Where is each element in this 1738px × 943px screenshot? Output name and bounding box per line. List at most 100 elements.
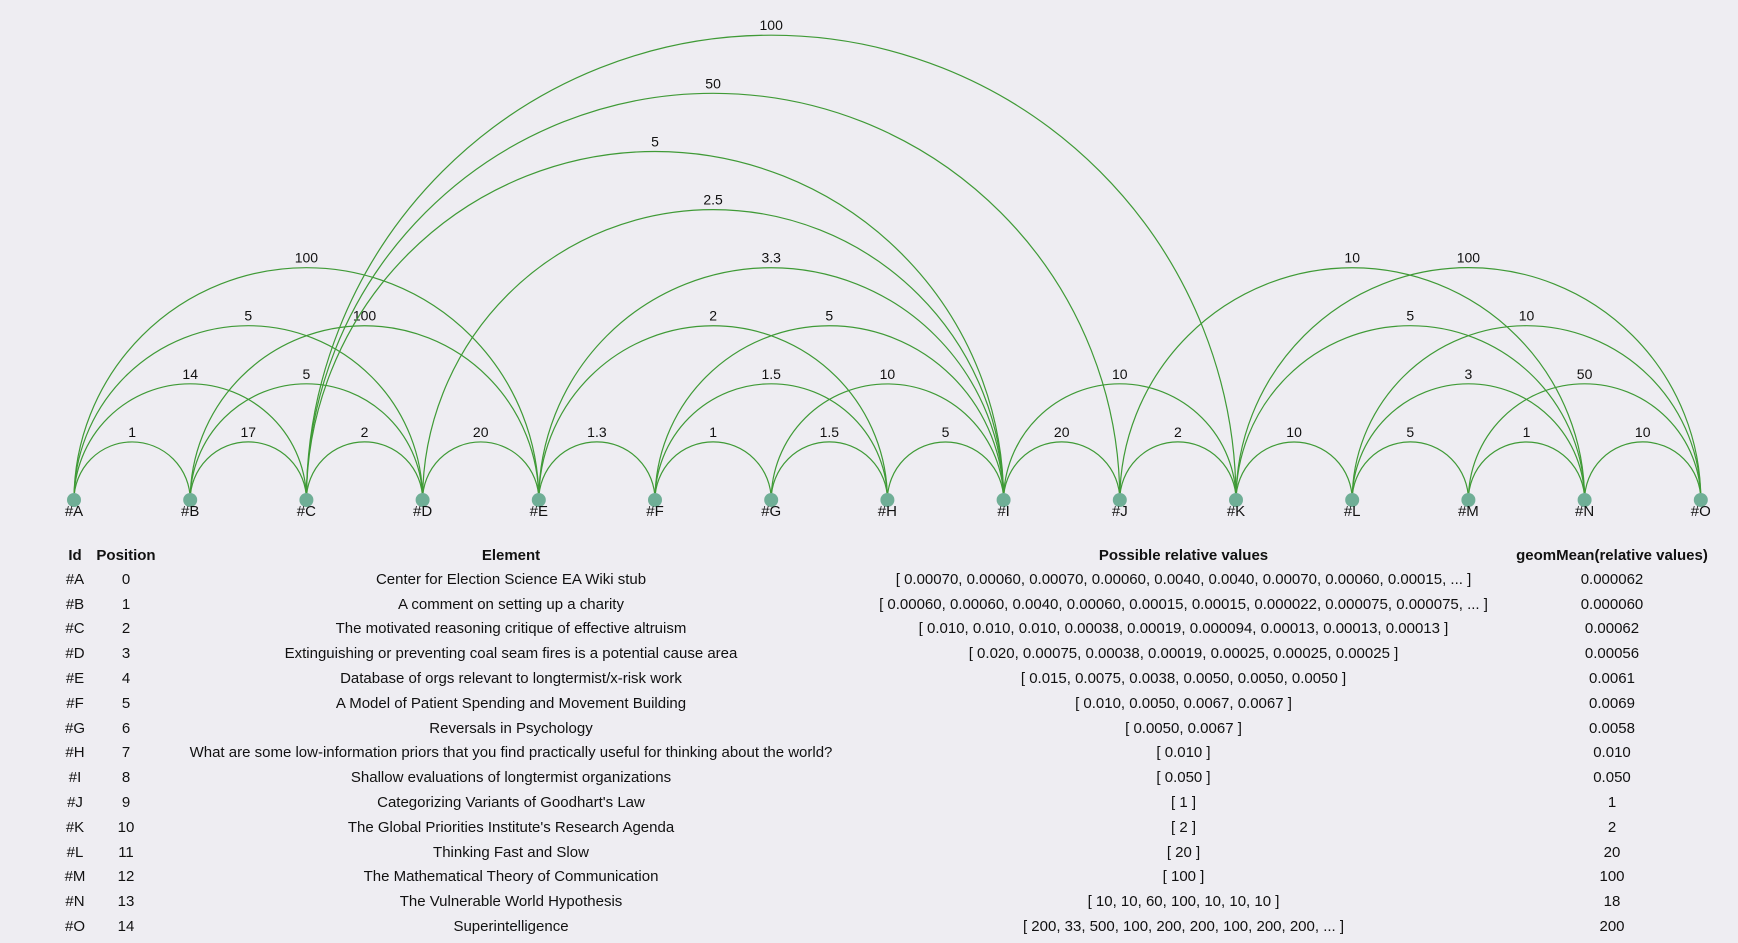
node-k[interactable]: [1229, 493, 1243, 507]
arc-F-G: [654, 441, 772, 501]
arc-label: 1: [128, 424, 136, 440]
node-e[interactable]: [531, 493, 546, 507]
cell-geom-mean: 0.000062: [1580, 570, 1644, 588]
arc-M-O: [1467, 383, 1702, 501]
arc-H-I: [886, 441, 1005, 501]
node-label: #O: [1691, 503, 1711, 520]
node-h[interactable]: [880, 493, 895, 507]
node-n[interactable]: [1577, 493, 1592, 507]
arc-label: 1.5: [761, 366, 781, 382]
cell-element: Reversals in Psychology: [429, 719, 593, 737]
cell-possible-values: [ 0.020, 0.00075, 0.00038, 0.00019, 0.00…: [968, 645, 1399, 663]
cell-element: A comment on setting up a charity: [398, 595, 624, 613]
arc-label: 10: [1344, 250, 1360, 266]
arc-label: 20: [473, 424, 489, 440]
table-header: Id Position Element Possible relative va…: [59, 544, 1718, 567]
cell-geom-mean: 0.0061: [1589, 670, 1635, 688]
arc-E-F: [538, 441, 656, 501]
header-possible-values: Possible relative values: [1098, 547, 1269, 564]
cell-element: The Global Priorities Institute's Resear…: [347, 818, 675, 836]
arc-label: 1.3: [587, 424, 607, 440]
arc-label: 10: [1286, 424, 1302, 440]
cell-geom-mean: 18: [1603, 893, 1621, 911]
cell-position: 0: [121, 570, 131, 588]
cell-possible-values: [ 0.010 ]: [1156, 744, 1211, 762]
cell-element: Thinking Fast and Slow: [433, 843, 589, 861]
node-label: #I: [997, 503, 1010, 520]
arc-A-B: [73, 441, 191, 501]
cell-position: 10: [117, 818, 135, 836]
node-c[interactable]: [299, 493, 314, 507]
arc-C-D: [305, 441, 424, 501]
node-f[interactable]: [648, 493, 662, 507]
node-i[interactable]: [996, 493, 1011, 507]
arc-label: 5: [942, 424, 950, 440]
arc-I-J: [1003, 441, 1121, 501]
node-g[interactable]: [764, 493, 779, 507]
cell-id: #H: [65, 744, 85, 762]
cell-position: 5: [121, 694, 131, 712]
arc-J-N: [1119, 267, 1586, 501]
cell-id: #N: [65, 893, 85, 911]
cell-id: #O: [64, 918, 85, 936]
arc-label: 5: [825, 308, 833, 324]
cell-position: 6: [121, 719, 131, 737]
cell-geom-mean: 0.0069: [1589, 694, 1635, 712]
cell-geom-mean: 1: [1607, 794, 1617, 812]
cell-geom-mean: 0.000060: [1580, 595, 1644, 613]
cell-geom-mean: 0.00056: [1584, 645, 1640, 663]
cell-geom-mean: 0.050: [1593, 769, 1631, 787]
node-a[interactable]: [67, 493, 81, 507]
node-label: #N: [1575, 503, 1594, 520]
node-l[interactable]: [1345, 493, 1360, 507]
cell-possible-values: [ 100 ]: [1162, 868, 1205, 886]
cell-possible-values: [ 0.0050, 0.0067 ]: [1125, 719, 1242, 737]
node-b[interactable]: [183, 493, 198, 507]
cell-id: #F: [66, 694, 84, 712]
cell-possible-values: [ 1 ]: [1170, 794, 1196, 812]
arc-A-C: [73, 383, 307, 501]
node-d[interactable]: [415, 493, 430, 507]
cell-position: 8: [121, 769, 131, 787]
arc-C-J: [305, 92, 1121, 501]
arc-label: 2: [1174, 424, 1182, 440]
cell-possible-values: [ 0.010, 0.0050, 0.0067, 0.0067 ]: [1075, 694, 1292, 712]
arc-L-N: [1351, 383, 1586, 501]
cell-position: 12: [117, 868, 135, 886]
node-o[interactable]: [1693, 493, 1708, 507]
node-label: #M: [1458, 503, 1479, 520]
arc-label: 100: [1457, 250, 1481, 266]
arc-label: 10: [1519, 308, 1535, 324]
cell-element: A Model of Patient Spending and Movement…: [335, 694, 687, 712]
arc-L-M: [1351, 441, 1469, 501]
cell-id: #L: [66, 843, 84, 861]
arc-label: 10: [880, 366, 896, 382]
arc-label: 2: [361, 424, 369, 440]
cell-possible-values: [ 0.050 ]: [1156, 769, 1211, 787]
cell-position: 9: [121, 794, 131, 812]
cell-id: #C: [65, 620, 85, 638]
table-row: #F 5 A Model of Patient Spending and Movem…: [59, 691, 1718, 716]
arc-label: 100: [760, 17, 784, 33]
arc-label: 5: [244, 308, 252, 324]
node-label: #F: [646, 503, 664, 520]
cell-element: Extinguishing or preventing coal seam fi…: [284, 645, 738, 663]
node-m[interactable]: [1461, 493, 1476, 507]
cell-id: #M: [64, 868, 86, 886]
cell-id: #I: [68, 769, 82, 787]
arc-B-D: [189, 383, 424, 501]
arc-I-K: [1003, 383, 1237, 501]
arc-K-L: [1235, 441, 1353, 501]
arc-N-O: [1584, 441, 1702, 501]
cell-element: The Mathematical Theory of Communication: [363, 868, 659, 886]
node-j[interactable]: [1112, 493, 1127, 507]
